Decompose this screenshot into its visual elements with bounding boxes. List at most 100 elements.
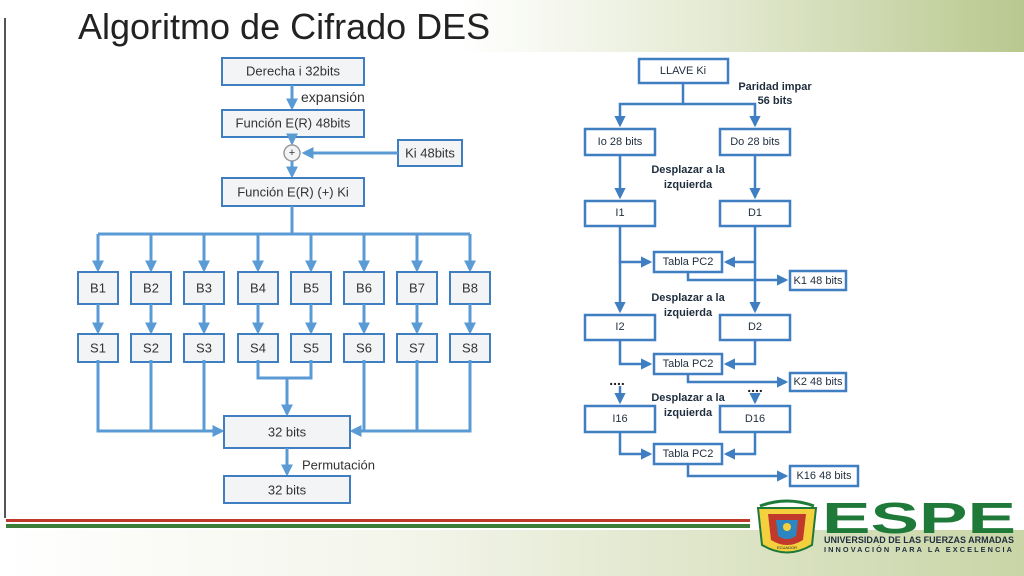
s-box-6 xyxy=(343,333,385,363)
bits32-label-a: 32 bits xyxy=(268,425,307,440)
k16-box xyxy=(788,464,860,488)
funcion-r-box xyxy=(221,109,365,138)
line-s4-s5-join xyxy=(256,360,313,380)
i16-label: I16 xyxy=(612,413,627,425)
seal-text: ECUADOR xyxy=(777,545,797,550)
io-label: Io 28 bits xyxy=(598,136,643,148)
s-box-1 xyxy=(77,333,119,363)
line-d1-pc2 xyxy=(723,226,757,268)
funcion-rki-label: Función E(R) (+) Ki xyxy=(237,185,349,200)
d16-label: D16 xyxy=(745,413,765,425)
funcion-rki-box xyxy=(221,177,365,207)
b-box-2 xyxy=(130,271,172,305)
expansion-label: expansión xyxy=(301,89,365,105)
permutacion-label: Permutación xyxy=(302,458,375,473)
i2-label: I2 xyxy=(615,321,624,333)
s-box-8 xyxy=(449,333,491,363)
left-rule xyxy=(4,18,6,518)
b-box-1 xyxy=(77,271,119,305)
ellipsis-left: .... xyxy=(609,372,625,388)
pc2-label-3: Tabla PC2 xyxy=(663,448,714,460)
d1-label: D1 xyxy=(748,207,762,219)
s-label-2: S2 xyxy=(143,341,159,356)
espe-seal-icon: ECUADOR xyxy=(756,499,818,554)
k16-label: K16 48 bits xyxy=(796,470,852,482)
line-i2-pc2 xyxy=(618,340,653,370)
paridad-label-1: Paridad impar xyxy=(738,81,812,93)
s-label-1: S1 xyxy=(90,341,106,356)
do-box xyxy=(718,127,792,157)
b-box-6 xyxy=(343,271,385,305)
desplazar-2a: Desplazar a la xyxy=(651,292,725,304)
do-label: Do 28 bits xyxy=(730,136,780,148)
b-label-5: B5 xyxy=(303,281,319,296)
feistel-function-diagram: Derecha i 32bits expansión Función E(R) … xyxy=(77,57,491,504)
k2-label: K2 48 bits xyxy=(794,376,843,388)
b-box-7 xyxy=(396,271,438,305)
s-label-5: S5 xyxy=(303,341,319,356)
derecha-label: Derecha i 32bits xyxy=(246,64,340,79)
desplazar-3a: Desplazar a la xyxy=(651,392,725,404)
ellipsis-right: .... xyxy=(747,379,763,395)
pc2-label-2: Tabla PC2 xyxy=(663,358,714,370)
b-box-3 xyxy=(183,271,225,305)
b-box-8 xyxy=(449,271,491,305)
line-d2-pc2 xyxy=(723,340,757,370)
xor-plus: + xyxy=(289,147,295,159)
funcion-r-label: Función E(R) 48bits xyxy=(236,116,351,131)
i1-label: I1 xyxy=(615,207,624,219)
line-d16-pc2 xyxy=(723,432,757,460)
b-label-6: B6 xyxy=(356,281,372,296)
bits32-label-b: 32 bits xyxy=(268,483,307,498)
logo-wordmark: ESPE xyxy=(822,494,1016,543)
line-pc2-k2 xyxy=(686,374,789,388)
line-llave-to-do xyxy=(683,102,761,128)
key-schedule-diagram: LLAVE Ki Paridad impar 56 bits Io 28 bit… xyxy=(583,57,860,488)
pc2-label-1: Tabla PC2 xyxy=(663,256,714,268)
b-box-5 xyxy=(290,271,332,305)
d2-label: D2 xyxy=(748,321,762,333)
b-label-8: B8 xyxy=(462,281,478,296)
line-s1-out xyxy=(96,360,225,437)
line-pc2-k16 xyxy=(686,464,789,482)
logo-subtitle-2: INNOVACIÓN PARA LA EXCELENCIA xyxy=(824,545,1014,554)
io-box xyxy=(583,127,657,157)
s-label-7: S7 xyxy=(409,341,425,356)
title-band xyxy=(0,0,1024,52)
b-label-2: B2 xyxy=(143,281,159,296)
s-box-3 xyxy=(183,333,225,363)
footer-green-line xyxy=(6,524,750,528)
line-i16-pc2 xyxy=(618,432,653,460)
llave-label: LLAVE Ki xyxy=(660,65,706,77)
logo-subtitle-1: UNIVERSIDAD DE LAS FUERZAS ARMADAS xyxy=(824,535,1014,545)
b-label-1: B1 xyxy=(90,281,106,296)
k1-box xyxy=(788,269,848,292)
desplazar-3b: izquierda xyxy=(664,407,713,419)
d2-box xyxy=(718,313,792,342)
slide-title: Algoritmo de Cifrado DES xyxy=(78,6,491,47)
footer-red-line xyxy=(6,519,750,522)
desplazar-2b: izquierda xyxy=(664,307,713,319)
bits32-box-a xyxy=(223,415,351,449)
s-label-8: S8 xyxy=(462,341,478,356)
k2-box xyxy=(788,371,848,393)
i16-box xyxy=(583,404,657,434)
s-label-6: S6 xyxy=(356,341,372,356)
espe-logo: ECUADOR ESPE UNIVERSIDAD DE LAS FUERZAS … xyxy=(756,494,1016,554)
line-i1-pc2 xyxy=(618,226,653,268)
b-label-3: B3 xyxy=(196,281,212,296)
desplazar-1a: Desplazar a la xyxy=(651,164,725,176)
k1-label: K1 48 bits xyxy=(794,275,843,287)
d1-box xyxy=(718,199,792,228)
line-llave-to-io xyxy=(614,83,685,128)
b-label-4: B4 xyxy=(250,281,266,296)
derecha-box xyxy=(221,57,365,86)
bits32-box-b xyxy=(223,475,351,504)
footer-band xyxy=(0,530,1024,576)
line-s8-out xyxy=(349,360,472,437)
desplazar-1b: izquierda xyxy=(664,179,713,191)
